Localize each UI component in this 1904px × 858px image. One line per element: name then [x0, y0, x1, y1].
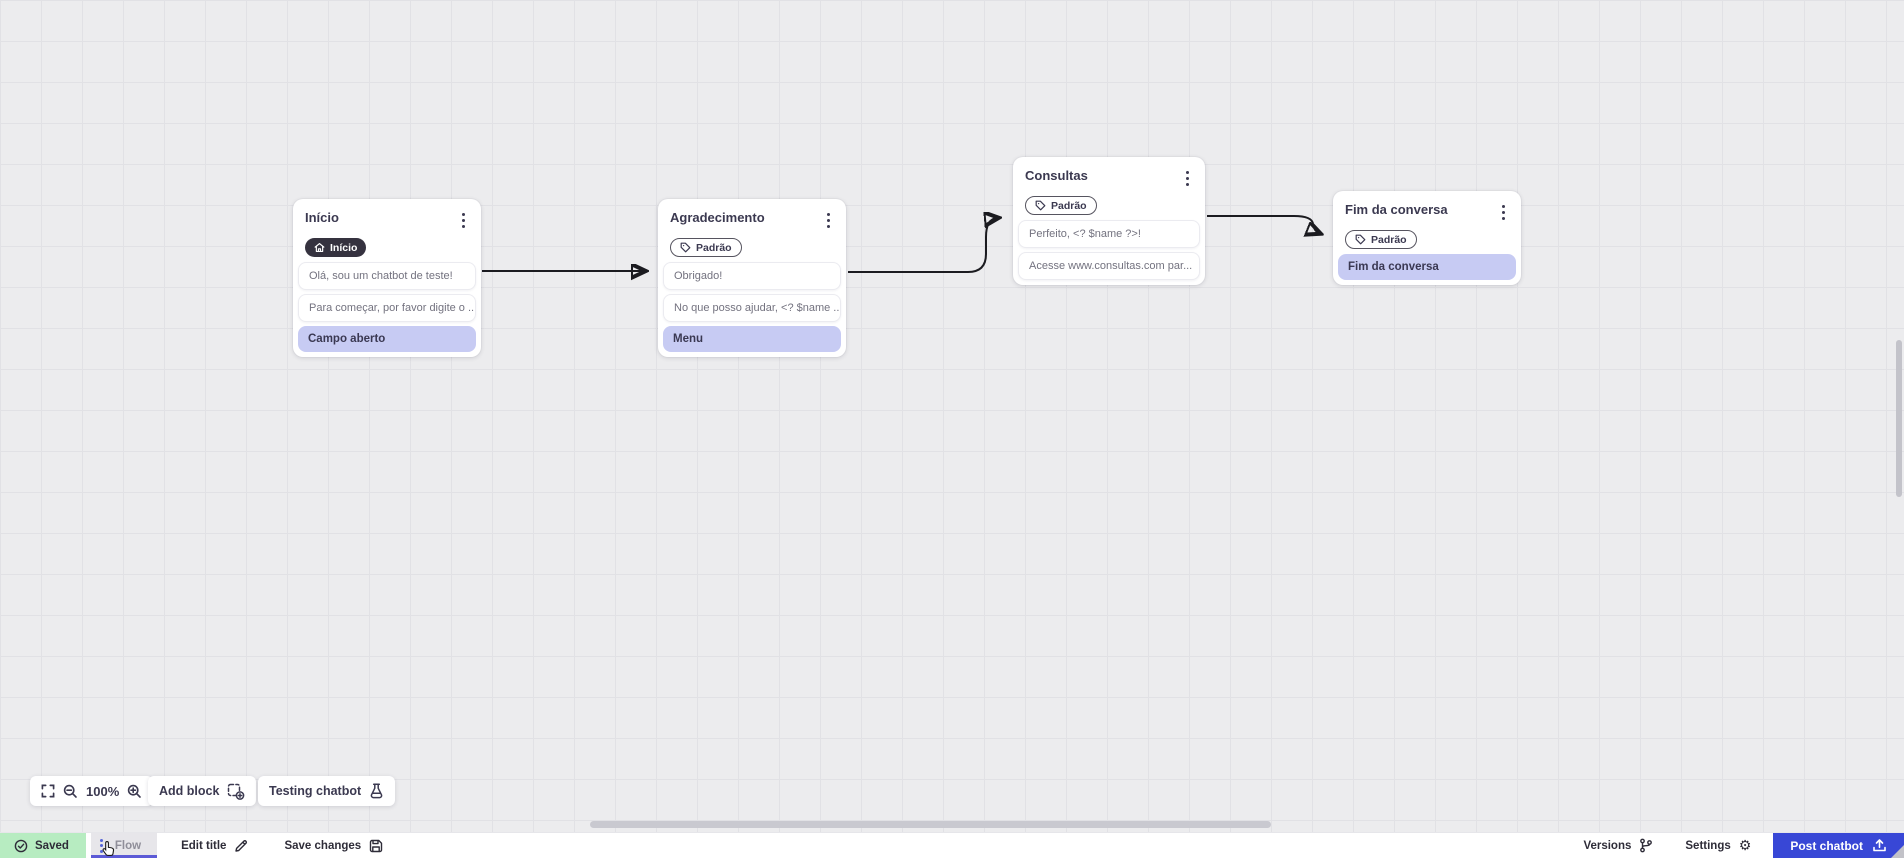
flow-node-agradecimento[interactable]: Agradecimento Padrão Obrigado! No que po… [658, 199, 846, 357]
connector-agradecimento-consultas [848, 218, 997, 273]
zoom-in-button[interactable] [127, 784, 142, 799]
save-icon [369, 839, 383, 852]
zoom-in-icon [128, 784, 142, 798]
testing-chatbot-label: Testing chatbot [269, 784, 362, 798]
node-badge-label: Padrão [696, 241, 732, 254]
zoom-toolbar: 100% [30, 776, 154, 806]
saved-status-badge: Saved [0, 833, 86, 858]
flow-node-consultas[interactable]: Consultas Padrão Perfeito, <? $name ?>! … [1013, 157, 1205, 285]
flow-node-inicio[interactable]: Início Início Olá, sou um chatbot de tes… [293, 199, 481, 357]
add-block-icon [228, 783, 245, 800]
node-badge: Padrão [1025, 196, 1097, 215]
node-title: Agradecimento [670, 210, 765, 225]
node-badge-label: Início [330, 241, 358, 254]
zoom-level: 100% [86, 783, 120, 799]
post-chatbot-button[interactable]: Post chatbot [1773, 833, 1904, 858]
flow-node-fim-da-conversa[interactable]: Fim da conversa Padrão Fim da conversa [1333, 191, 1521, 285]
horizontal-scrollbar[interactable] [590, 821, 1271, 828]
zoom-out-button[interactable] [63, 784, 78, 799]
flow-tab-label: Flow [114, 839, 142, 852]
message-block[interactable]: No que posso ajudar, <? $name ... [663, 294, 841, 322]
kebab-menu-icon[interactable] [1182, 168, 1193, 189]
edit-title-button[interactable]: Edit title [181, 839, 248, 853]
tag-icon [1035, 200, 1046, 211]
git-branch-icon [1640, 838, 1653, 853]
drag-handle-icon[interactable] [99, 838, 103, 853]
zoom-out-icon [63, 784, 77, 798]
node-title: Consultas [1025, 168, 1088, 183]
saved-label: Saved [35, 839, 69, 852]
tab-flow[interactable]: Flow [90, 833, 158, 858]
node-badge: Início [305, 238, 367, 257]
menu-block[interactable]: Menu [663, 326, 841, 352]
upload-icon [1873, 839, 1886, 852]
tag-icon [1355, 234, 1366, 245]
end-block[interactable]: Fim da conversa [1338, 254, 1516, 280]
node-badge: Padrão [670, 238, 742, 257]
input-block[interactable]: Campo aberto [298, 326, 476, 352]
message-block[interactable]: Para começar, por favor digite o ... [298, 294, 476, 322]
post-chatbot-label: Post chatbot [1790, 838, 1863, 853]
node-badge: Padrão [1345, 230, 1417, 249]
message-block[interactable]: Obrigado! [663, 262, 841, 290]
save-changes-button[interactable]: Save changes [284, 839, 383, 853]
node-title: Início [305, 210, 339, 225]
settings-label: Settings [1685, 839, 1731, 852]
gear-icon: ⚙ [1738, 837, 1752, 854]
node-badge-label: Padrão [1051, 199, 1087, 212]
kebab-menu-icon[interactable] [1498, 202, 1509, 223]
check-circle-icon [14, 839, 28, 852]
pencil-icon [235, 839, 248, 852]
testing-chatbot-button[interactable]: Testing chatbot [258, 776, 396, 806]
versions-button[interactable]: Versions [1583, 838, 1653, 853]
message-block[interactable]: Acesse www.consultas.com par... [1018, 252, 1200, 280]
edit-title-label: Edit title [181, 839, 227, 852]
fullscreen-button[interactable] [41, 784, 55, 798]
versions-label: Versions [1583, 839, 1632, 852]
save-changes-label: Save changes [284, 839, 362, 852]
message-block[interactable]: Olá, sou um chatbot de teste! [298, 262, 476, 290]
add-block-label: Add block [159, 784, 220, 798]
vertical-scrollbar[interactable] [1896, 340, 1902, 497]
kebab-menu-icon[interactable] [823, 210, 834, 231]
settings-button[interactable]: Settings ⚙ [1685, 839, 1751, 853]
status-bar: Saved Flow Edit title Save changes Versi… [0, 832, 1904, 858]
node-badge-label: Padrão [1371, 233, 1407, 246]
add-block-button[interactable]: Add block [148, 776, 257, 806]
node-title: Fim da conversa [1345, 202, 1448, 217]
tag-icon [680, 242, 691, 253]
connector-consultas-fim [1207, 215, 1319, 233]
kebab-menu-icon[interactable] [458, 210, 469, 231]
message-block[interactable]: Perfeito, <? $name ?>! [1018, 220, 1200, 248]
home-icon [314, 242, 325, 253]
fullscreen-icon [41, 784, 55, 798]
flask-icon [370, 783, 383, 799]
